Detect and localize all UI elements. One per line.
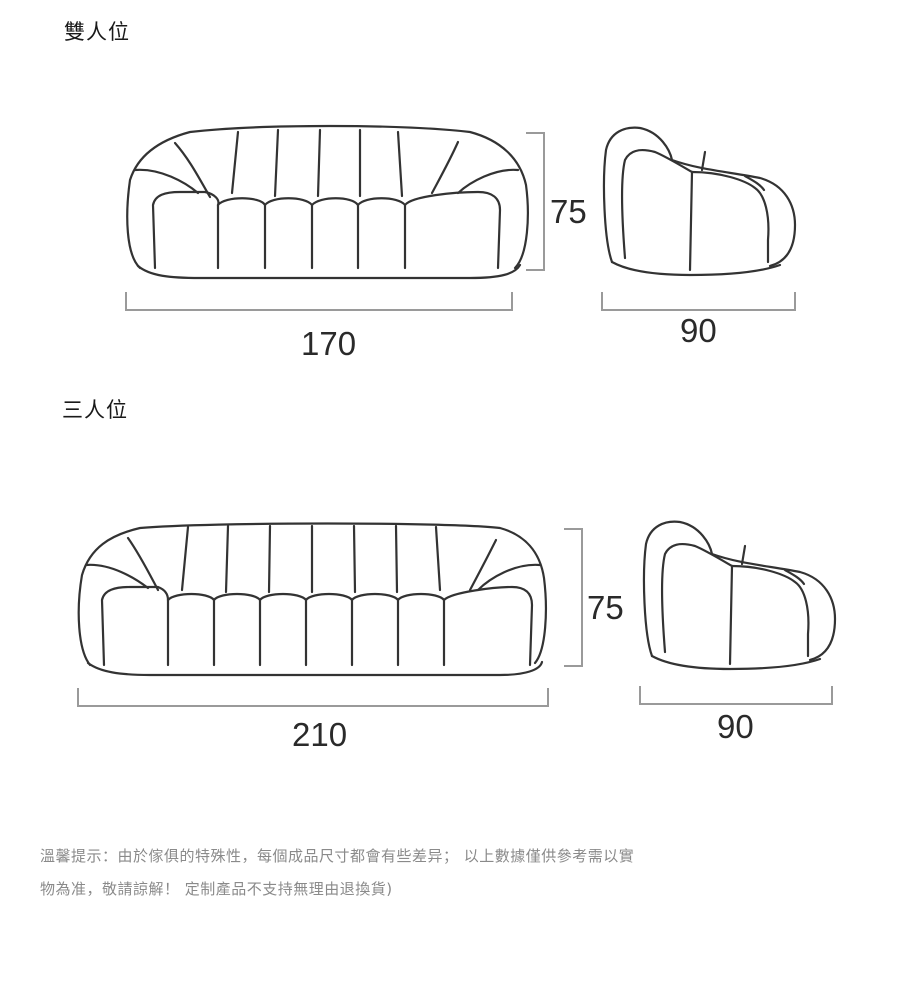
two-seater-depth-dimension bbox=[601, 292, 796, 311]
two-seater-width-dimension bbox=[125, 292, 513, 311]
three-seater-width-label: 210 bbox=[292, 716, 348, 753]
two-seater-depth-label: 90 bbox=[680, 312, 717, 349]
three-seater-depth-dimension bbox=[639, 686, 833, 705]
three-seater-side-view bbox=[642, 520, 837, 671]
three-seater-height-label: 75 bbox=[587, 589, 624, 626]
two-seater-front-view bbox=[126, 124, 529, 280]
two-seater-height-label: 75 bbox=[550, 193, 587, 230]
three-seater-height-dimension bbox=[564, 528, 583, 667]
disclaimer-line-1: 溫馨提示：由於傢俱的特殊性，每個成品尺寸都會有些差异； 以上數據僅供參考需以實 bbox=[40, 847, 635, 865]
three-seater-width-dimension bbox=[77, 688, 549, 707]
disclaimer-line-2: 物為准，敬請諒解！ 定制產品不支持無理由退換貨) bbox=[40, 880, 393, 898]
three-seater-depth-label: 90 bbox=[717, 708, 754, 745]
section-title-two-seater: 雙人位 bbox=[64, 20, 130, 44]
two-seater-width-label: 170 bbox=[301, 325, 357, 362]
section-title-three-seater: 三人位 bbox=[62, 398, 128, 422]
two-seater-side-view bbox=[602, 126, 797, 277]
two-seater-height-dimension bbox=[526, 132, 545, 271]
three-seater-front-view bbox=[77, 522, 547, 677]
